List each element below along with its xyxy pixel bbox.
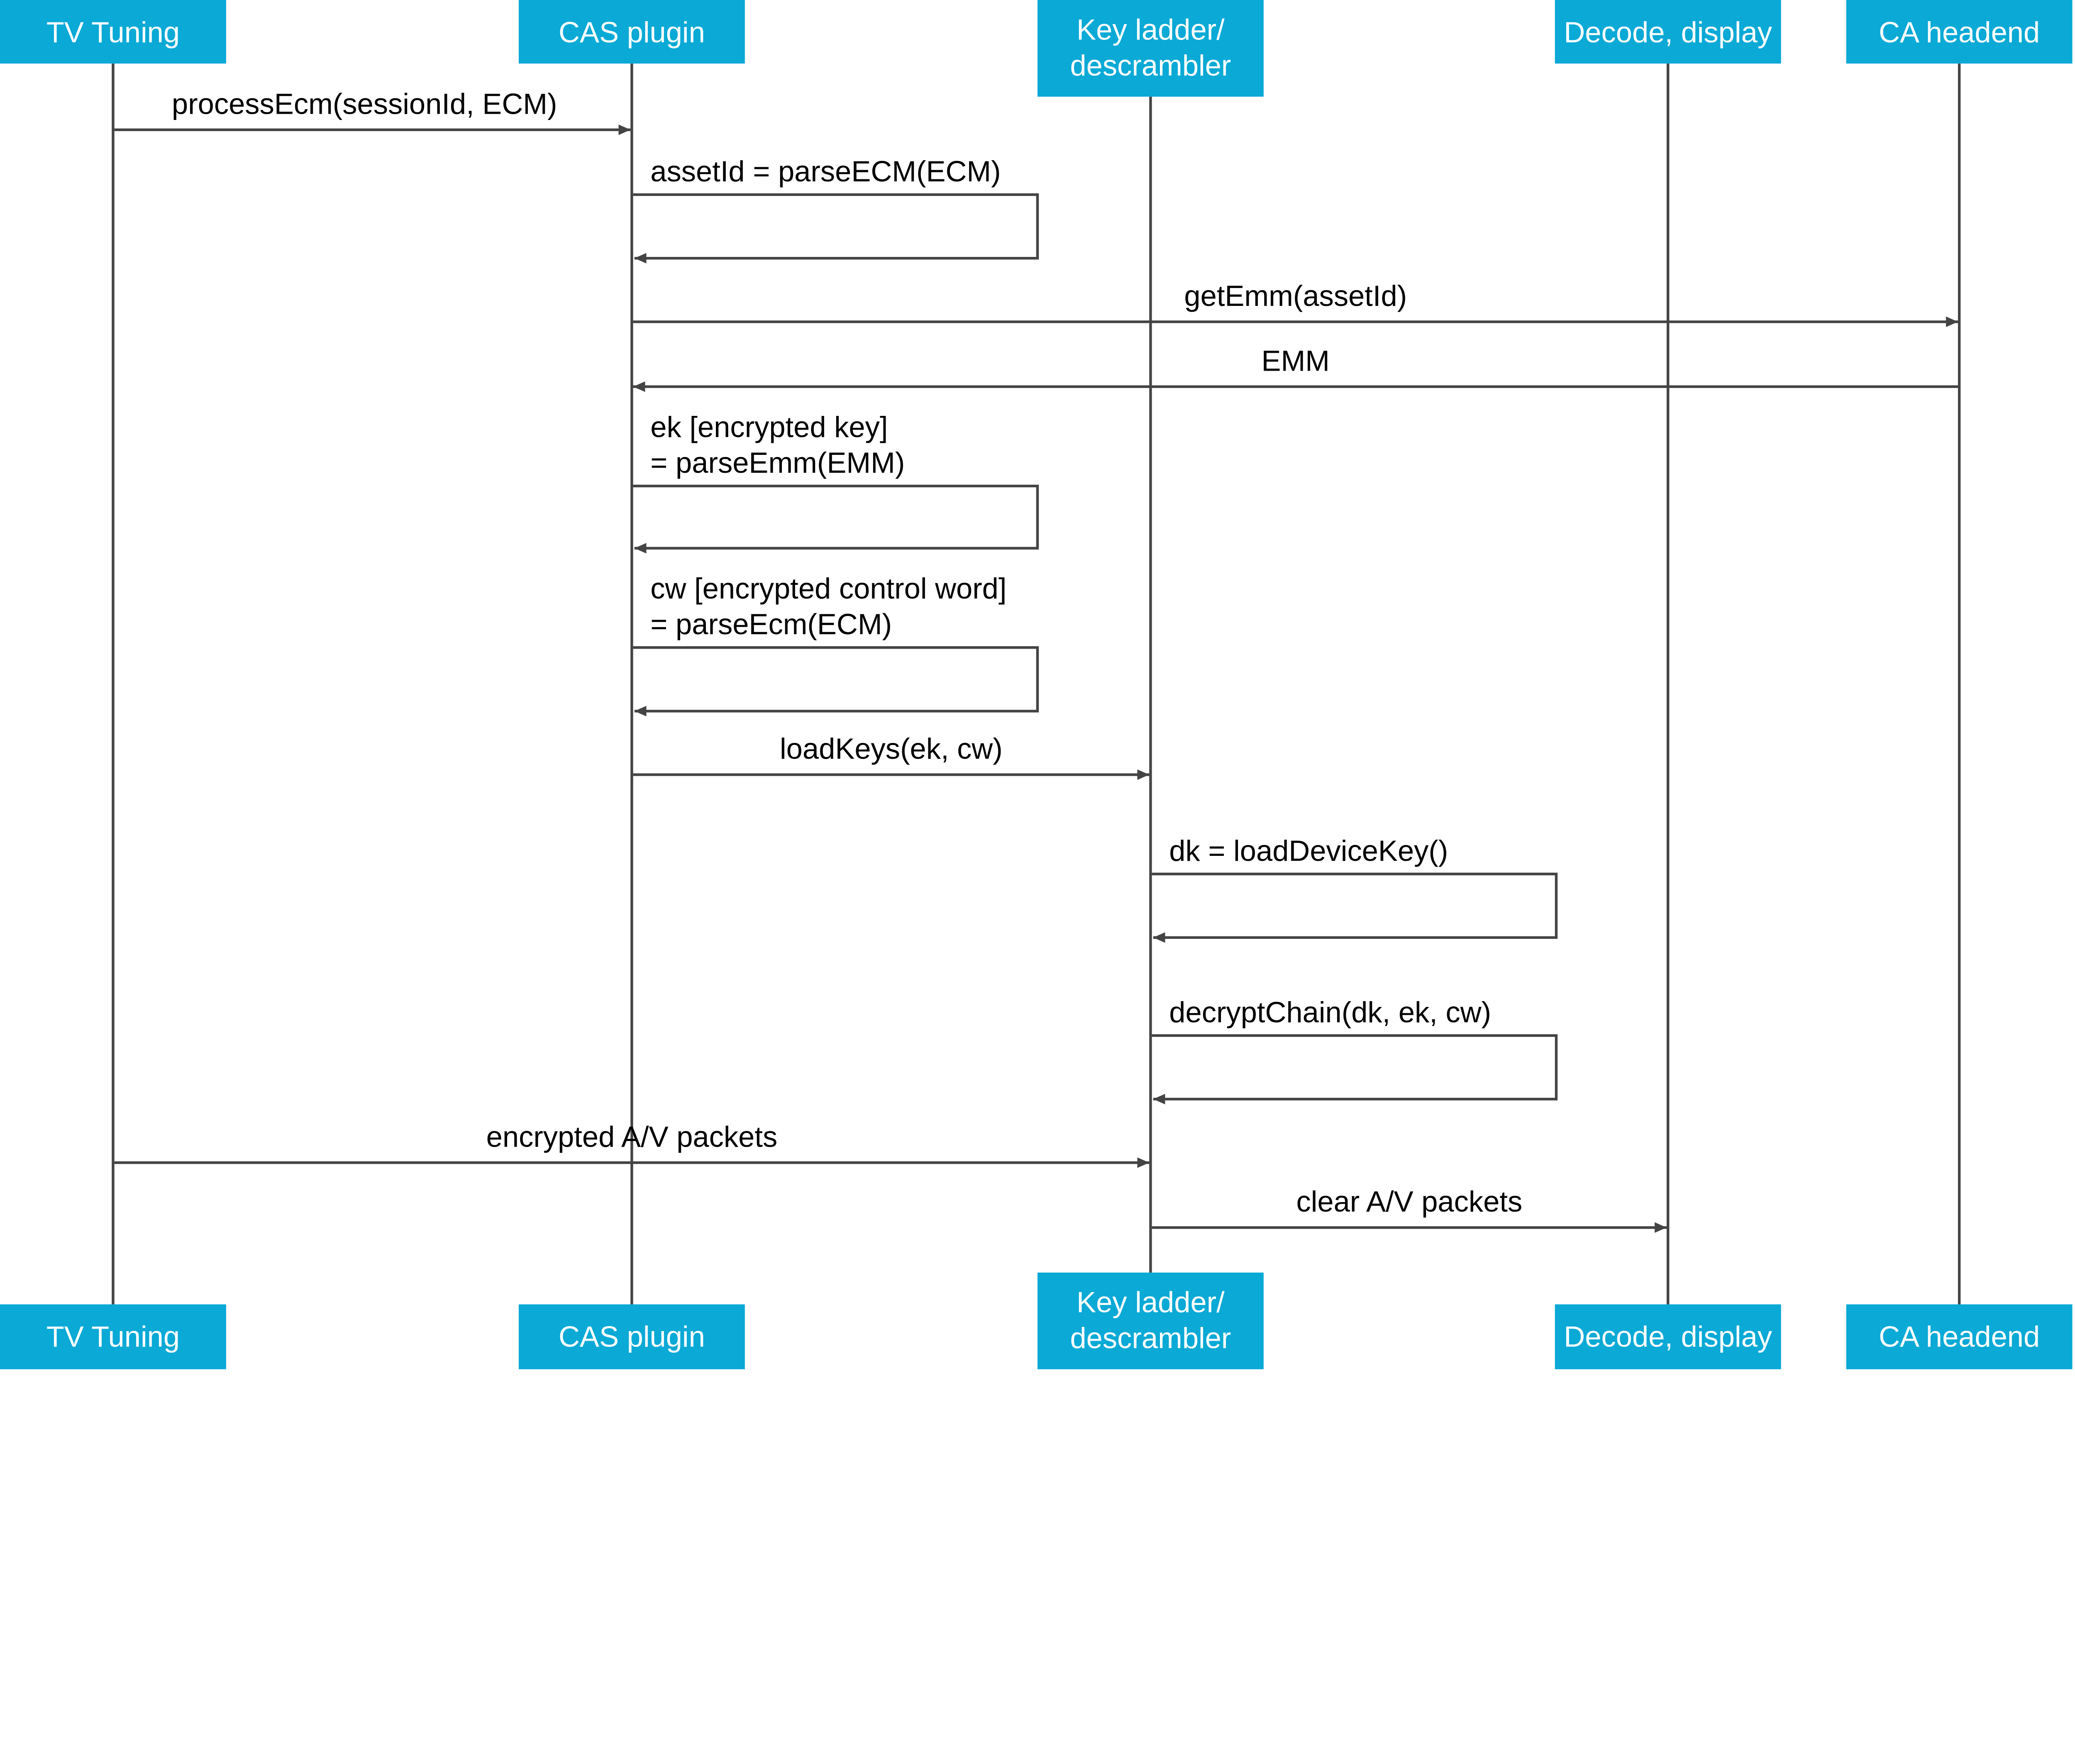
message: cw [encrypted control word]= parseEcm(EC…	[633, 572, 1039, 717]
message-label: cw [encrypted control word]	[650, 572, 1006, 605]
self-message-arrow	[633, 193, 1039, 264]
messages: processEcm(sessionId, ECM) assetId = pars…	[114, 88, 1958, 1233]
message: decryptChain(dk, ek, cw)	[1152, 996, 1558, 1104]
self-message-arrow	[633, 484, 1039, 554]
message: EMM	[633, 344, 1958, 392]
participant-bottom: Key ladder/descrambler	[1038, 1273, 1264, 1369]
participant-top: Decode, display	[1555, 0, 1781, 64]
participant-label: CA headend	[1879, 1320, 2040, 1353]
message: assetId = parseECM(ECM)	[633, 155, 1039, 264]
self-message-arrow	[633, 646, 1039, 717]
message-label: assetId = parseECM(ECM)	[650, 155, 1001, 188]
message: dk = loadDeviceKey()	[1152, 834, 1558, 943]
message: loadKeys(ek, cw)	[633, 732, 1150, 780]
message-label: = parseEmm(EMM)	[650, 446, 905, 479]
participant-label: Decode, display	[1564, 1320, 1772, 1353]
self-message-arrow	[1152, 1034, 1558, 1104]
participant-label: Decode, display	[1564, 16, 1772, 49]
participant-box	[1038, 1273, 1264, 1369]
message-label: decryptChain(dk, ek, cw)	[1169, 996, 1491, 1029]
message-label: = parseEcm(ECM)	[650, 608, 892, 640]
message-label: encrypted A/V packets	[486, 1120, 778, 1153]
participant-label: CAS plugin	[559, 16, 705, 49]
message: clear A/V packets	[1152, 1185, 1667, 1233]
message-label: EMM	[1262, 344, 1330, 377]
participant-box	[0, 1304, 226, 1369]
message-label: ek [encrypted key]	[650, 410, 888, 443]
participant-label: CA headend	[1879, 16, 2040, 49]
participant-bottom: Decode, display	[1555, 1304, 1781, 1369]
message-label: dk = loadDeviceKey()	[1169, 834, 1448, 867]
participant-bottom: CA headend	[1846, 1304, 2073, 1369]
participant-box	[1555, 1304, 1781, 1369]
participant-top: Key ladder/descrambler	[1038, 0, 1264, 97]
participant-bottom: CAS plugin	[519, 1304, 745, 1369]
participant-label: Key ladder/	[1077, 13, 1225, 46]
message: encrypted A/V packets	[114, 1120, 1150, 1168]
participant-label: descrambler	[1070, 1322, 1231, 1354]
lifelines	[112, 64, 1961, 1305]
participant-box	[0, 0, 226, 64]
participant-box	[1846, 1304, 2073, 1369]
message: processEcm(sessionId, ECM)	[114, 88, 631, 135]
message: getEmm(assetId)	[633, 279, 1958, 327]
message-label: clear A/V packets	[1296, 1185, 1522, 1218]
message-label: getEmm(assetId)	[1184, 279, 1407, 312]
sequence-diagram: processEcm(sessionId, ECM) assetId = pars…	[0, 0, 2073, 1369]
participant-box	[1555, 0, 1781, 64]
message: ek [encrypted key]= parseEmm(EMM)	[633, 410, 1039, 554]
participant-label: descrambler	[1070, 49, 1231, 82]
message-label: processEcm(sessionId, ECM)	[172, 88, 557, 120]
participant-top: CA headend	[1846, 0, 2073, 64]
participant-label: TV Tuning	[46, 16, 180, 49]
participant-box	[1846, 0, 2073, 64]
self-message-arrow	[1152, 872, 1558, 943]
participant-box	[519, 0, 745, 64]
participant-bottom: TV Tuning	[0, 1304, 226, 1369]
participant-box	[1038, 0, 1264, 97]
participant-label: CAS plugin	[559, 1320, 705, 1353]
participant-label: Key ladder/	[1077, 1286, 1225, 1319]
participant-label: TV Tuning	[46, 1320, 180, 1353]
participant-box	[519, 1304, 745, 1369]
participant-top: CAS plugin	[519, 0, 745, 64]
participant-top: TV Tuning	[0, 0, 226, 64]
message-label: loadKeys(ek, cw)	[780, 732, 1003, 765]
